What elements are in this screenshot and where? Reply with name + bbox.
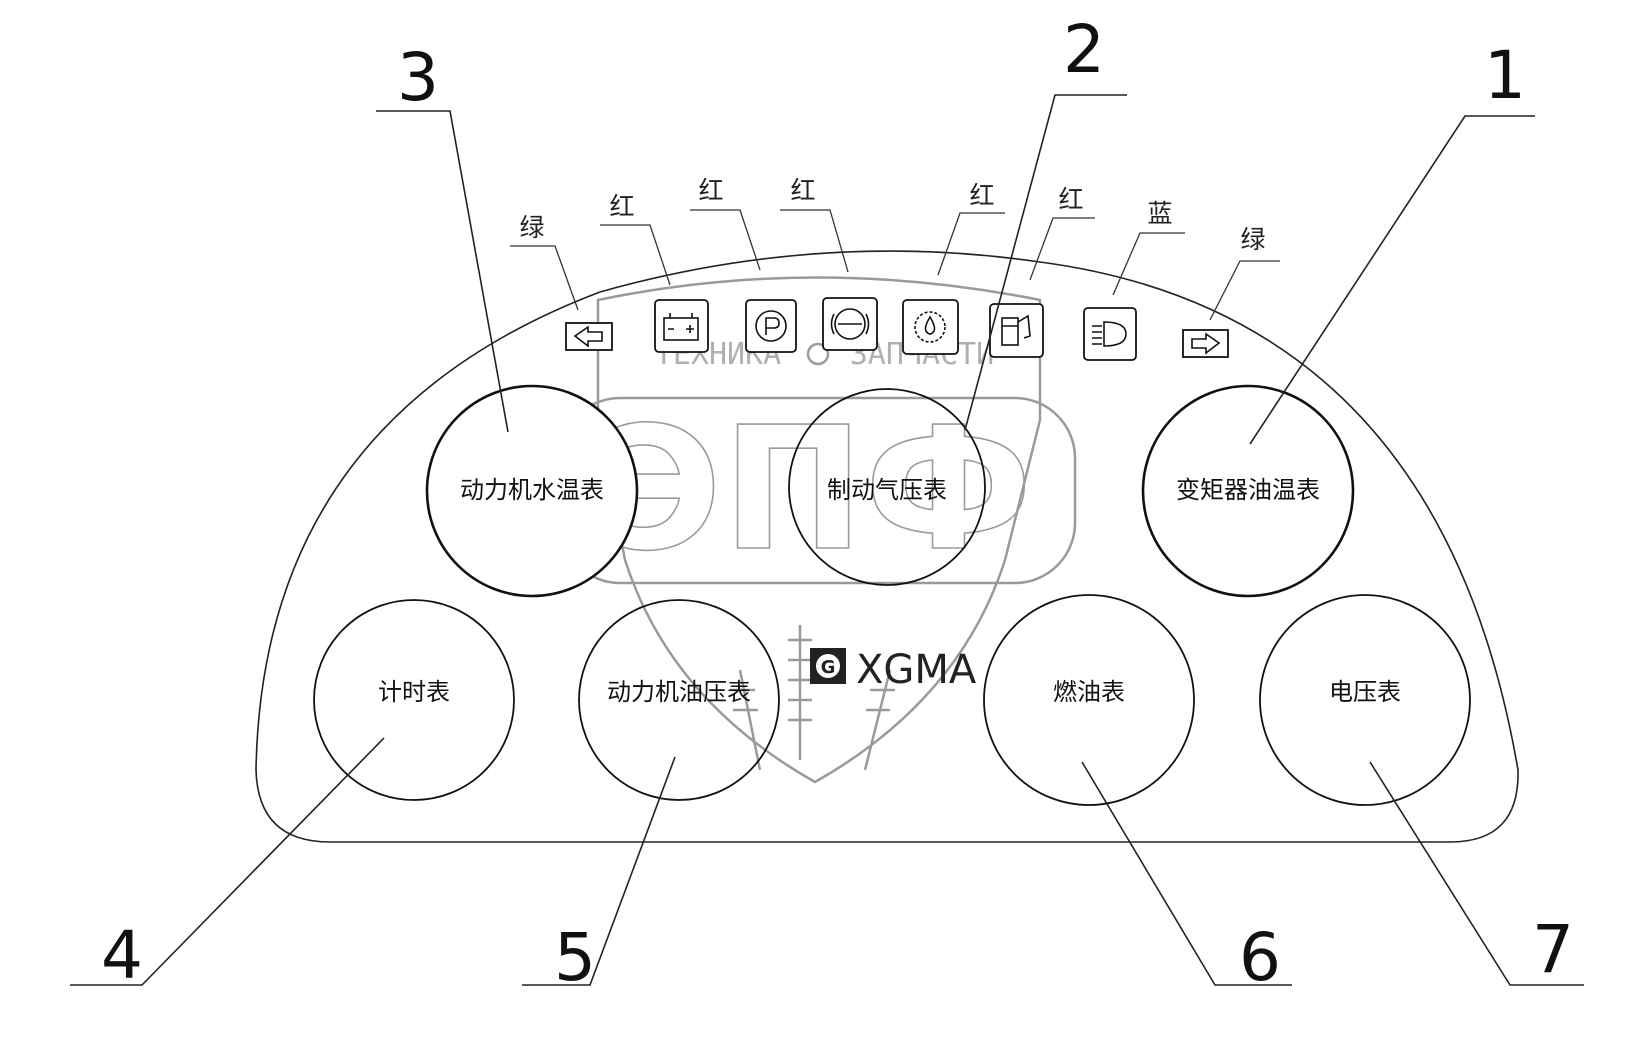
left-turn-arrow-icon [565, 322, 613, 351]
fuel-indicator [989, 303, 1044, 358]
callout-number-2: 2 [1063, 11, 1105, 88]
leader-parking [690, 209, 761, 271]
callout-leader-1 [1249, 115, 1535, 445]
color-label-oil: 红 [969, 181, 994, 210]
gauge-label-5: 动力机油压表 [607, 678, 751, 706]
headlight-beams [1092, 321, 1127, 347]
gauge-label-3: 动力机水温表 [460, 476, 604, 504]
fuel-pump-icon [989, 303, 1044, 358]
callout-number-6: 6 [1239, 919, 1281, 996]
callout-leader-6 [1081, 761, 1292, 986]
gauge-5 [578, 599, 780, 801]
gauges: 动力机水温表 制动气压表 变矩器油温表 计时表 动力机油压表 燃油表 电压表 [313, 384, 1471, 806]
leader-fuel [1029, 217, 1095, 281]
callout-leader-5 [522, 756, 676, 986]
left-turn-indicator [565, 322, 613, 351]
gauge-4 [313, 599, 515, 801]
leader-oil [937, 212, 1005, 276]
color-label-right-turn: 绿 [1240, 225, 1265, 254]
color-leaders: 绿 红 红 红 红 红 蓝 绿 [510, 176, 1280, 321]
gauge-label-6: 燃油表 [1053, 678, 1125, 706]
battery-terminals [668, 313, 694, 333]
gauge-label-2: 制动气压表 [827, 476, 947, 504]
oil-pressure-indicator [902, 299, 959, 355]
color-label-fuel: 红 [1058, 185, 1083, 214]
headlight-indicator [1083, 307, 1137, 361]
gauge-6 [983, 594, 1195, 806]
color-label-brake: 红 [790, 176, 815, 205]
battery-body [663, 317, 699, 341]
wheat-stalk-icon [788, 625, 812, 760]
leader-brake [780, 209, 849, 273]
brake-indicator [822, 297, 878, 351]
oil-drop [924, 315, 936, 335]
fuel-hose [1002, 314, 1031, 339]
color-label-battery: 红 [609, 192, 634, 221]
watermark-shield [596, 276, 1042, 784]
leader-right-turn [1209, 260, 1280, 321]
arrow-shape [1191, 332, 1221, 355]
gauge-7 [1259, 594, 1471, 806]
gauge-label-1: 变矩器油温表 [1176, 476, 1320, 504]
callout-leader-3 [376, 110, 509, 433]
gauge-2 [788, 388, 986, 586]
wheat-stalk-icon [730, 669, 762, 771]
callout-leader-7 [1369, 761, 1584, 986]
battery-icon [654, 299, 709, 353]
callout-leader-4 [70, 737, 385, 986]
gauge-label-7: 电压表 [1329, 678, 1401, 706]
gear-icon [806, 342, 830, 366]
brake-arcs [830, 313, 870, 335]
arrow-shape [573, 325, 603, 348]
color-label-parking: 红 [698, 176, 723, 205]
gauge-3 [425, 384, 639, 598]
color-label-headlight: 蓝 [1147, 199, 1172, 228]
parking-circle [755, 310, 787, 342]
brake-circle [834, 308, 866, 340]
logo-circle [816, 654, 840, 678]
leader-headlight [1112, 232, 1185, 296]
wheat-stalk-icon [863, 669, 895, 771]
logo-letter: G [821, 657, 836, 678]
brand-logo: G XGMA [810, 647, 977, 693]
parking-brake-icon [745, 299, 797, 353]
leader-left-turn [510, 245, 579, 311]
battery-indicator [654, 299, 709, 353]
brand-name: XGMA [856, 647, 977, 693]
callout-number-1: 1 [1484, 37, 1526, 114]
gauge-1 [1141, 384, 1355, 598]
callout-number-3: 3 [397, 39, 439, 116]
callout-number-5: 5 [554, 919, 596, 996]
fuel-pump-body [1001, 317, 1019, 346]
right-turn-indicator [1182, 329, 1229, 358]
parking-p [765, 317, 780, 335]
callouts: 1 2 3 4 5 6 7 [70, 11, 1584, 996]
callout-number-4: 4 [101, 917, 143, 994]
oil-gear [914, 311, 946, 343]
panel-outline [255, 250, 1519, 843]
callout-leader-2 [964, 94, 1127, 431]
indicator-row [565, 297, 1229, 361]
oil-pressure-icon [902, 299, 959, 355]
leader-battery [600, 224, 671, 286]
callout-number-7: 7 [1532, 911, 1574, 988]
color-label-left-turn: 绿 [519, 213, 544, 242]
high-beam-icon [1083, 307, 1137, 361]
parking-indicator [745, 299, 797, 353]
gauge-label-4: 计时表 [378, 678, 450, 706]
